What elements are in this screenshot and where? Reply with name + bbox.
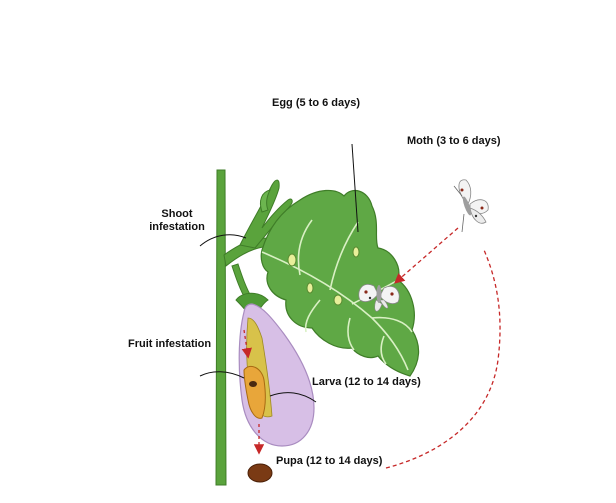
egg-spot [306, 282, 314, 294]
pupa [247, 463, 273, 483]
flying-moth [453, 179, 489, 233]
egg-pointer-line [351, 143, 359, 233]
egg-spot [287, 253, 297, 267]
egg-spot [333, 294, 343, 306]
moth-to-leaf-arrow [394, 227, 459, 284]
moth-on-leaf [358, 284, 400, 312]
egg-spot [352, 246, 360, 258]
larva-pointer-line [269, 392, 317, 403]
shoot-infestation-label: Shoot infestation [148, 208, 206, 234]
larva-down-arrow [241, 329, 252, 359]
shoot-tip [239, 179, 293, 249]
shoot-leaflet [259, 189, 271, 213]
pupa-to-moth-arrow [385, 249, 501, 469]
pupa-stage-label: Pupa (12 to 14 days) [276, 455, 383, 467]
egg-stage-label: Egg (5 to 6 days) [272, 97, 361, 109]
main-stem [215, 169, 227, 486]
moth-stage-label: Moth (3 to 6 days) [407, 135, 501, 147]
larva-head [249, 381, 257, 387]
leaf [260, 189, 420, 377]
shoot-infestation-line1: Shoot [161, 208, 193, 220]
shoot-pointer-line [199, 234, 247, 247]
shoot-infestation-line2: infestation [149, 221, 205, 233]
larva-stage-label: Larva (12 to 14 days) [312, 376, 421, 388]
larva-in-fruit [243, 365, 266, 419]
fruit-pointer-line [199, 371, 245, 379]
fruit-infestation-label: Fruit infestation [128, 338, 212, 350]
